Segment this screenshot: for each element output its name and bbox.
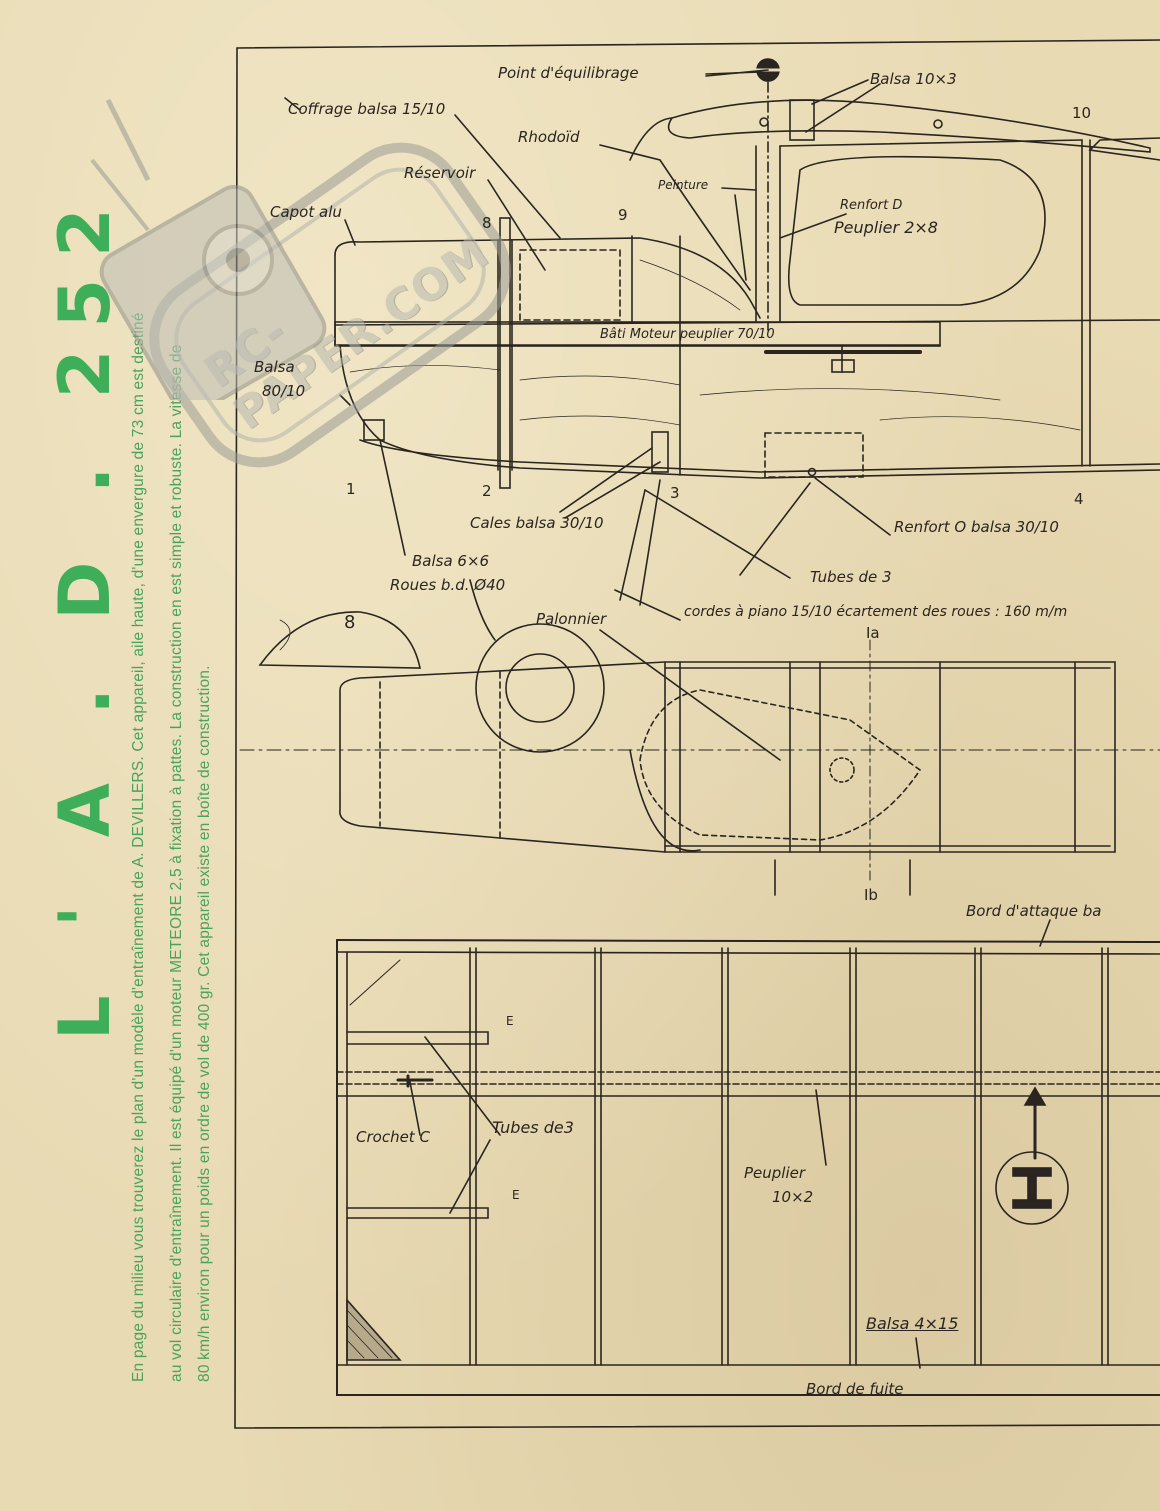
station-9: 9 [618, 206, 628, 224]
station-4: 4 [1074, 490, 1084, 508]
label-point-equilibrage: Point d'équilibrage [498, 64, 639, 82]
label-cales: Cales balsa 30/10 [470, 514, 604, 532]
label-reservoir: Réservoir [404, 164, 476, 182]
label-palonnier: Palonnier [536, 610, 607, 628]
former-8-piece [258, 611, 421, 669]
frame-top [236, 39, 1160, 49]
label-peinture: Peinture [658, 178, 709, 192]
label-renfort-d: Renfort D [840, 198, 903, 213]
label-roues: Roues b.d. Ø40 [390, 576, 506, 594]
label-bord-attaque: Bord d'attaque ba [966, 902, 1102, 920]
fuselage-top-view [339, 661, 1116, 853]
label-rhodoid: Rhodoïd [518, 128, 580, 146]
label-crochet: Crochet C [356, 1128, 430, 1146]
station-2: 2 [482, 482, 492, 500]
label-former-8: 8 [344, 612, 356, 633]
label-peuplier-10x2-dim: 10×2 [772, 1188, 814, 1206]
label-cordes: cordes à piano 15/10 écartement des roue… [684, 604, 1068, 620]
label-balsa-4x15: Balsa 4×15 [866, 1314, 959, 1333]
radio-transmitter-icon [90, 98, 327, 400]
station-8: 8 [482, 214, 492, 232]
station-1: 1 [346, 480, 356, 498]
fuselage-top [334, 237, 761, 319]
label-tubes-de-3: Tubes de 3 [810, 568, 892, 586]
label-peuplier-10x2: Peuplier [744, 1164, 806, 1182]
airfoil [667, 99, 1151, 153]
label-balsa-80: Balsa [254, 358, 295, 376]
cabin-window [787, 155, 1046, 306]
label-balsa-80-dim: 80/10 [262, 382, 306, 400]
frame-left-bottom [234, 47, 1160, 1429]
label-balsa-6x6: Balsa 6×6 [412, 552, 490, 570]
label-section-ib: Ib [864, 886, 878, 904]
label-bati-moteur: Bâti Moteur peuplier 70/10 [600, 327, 775, 342]
label-bord-fuite: Bord de fuite [806, 1380, 904, 1398]
label-balsa-10x3: Balsa 10×3 [870, 70, 957, 88]
label-coffrage: Coffrage balsa 15/10 [288, 100, 446, 118]
label-tubes-de3: Tubes de3 [492, 1118, 574, 1137]
station-10: 10 [1072, 104, 1092, 122]
label-renfort-o: Renfort O balsa 30/10 [894, 518, 1059, 536]
label-peuplier-2x8: Peuplier 2×8 [834, 218, 938, 237]
wheel [475, 623, 605, 753]
label-e-top: E [506, 1014, 514, 1028]
label-e-bottom: E [512, 1188, 520, 1202]
label-capot: Capot alu [270, 203, 342, 221]
station-3: 3 [670, 484, 680, 502]
label-section-ia: Ia [866, 624, 880, 642]
spar-block [789, 99, 815, 141]
tank [519, 249, 621, 321]
